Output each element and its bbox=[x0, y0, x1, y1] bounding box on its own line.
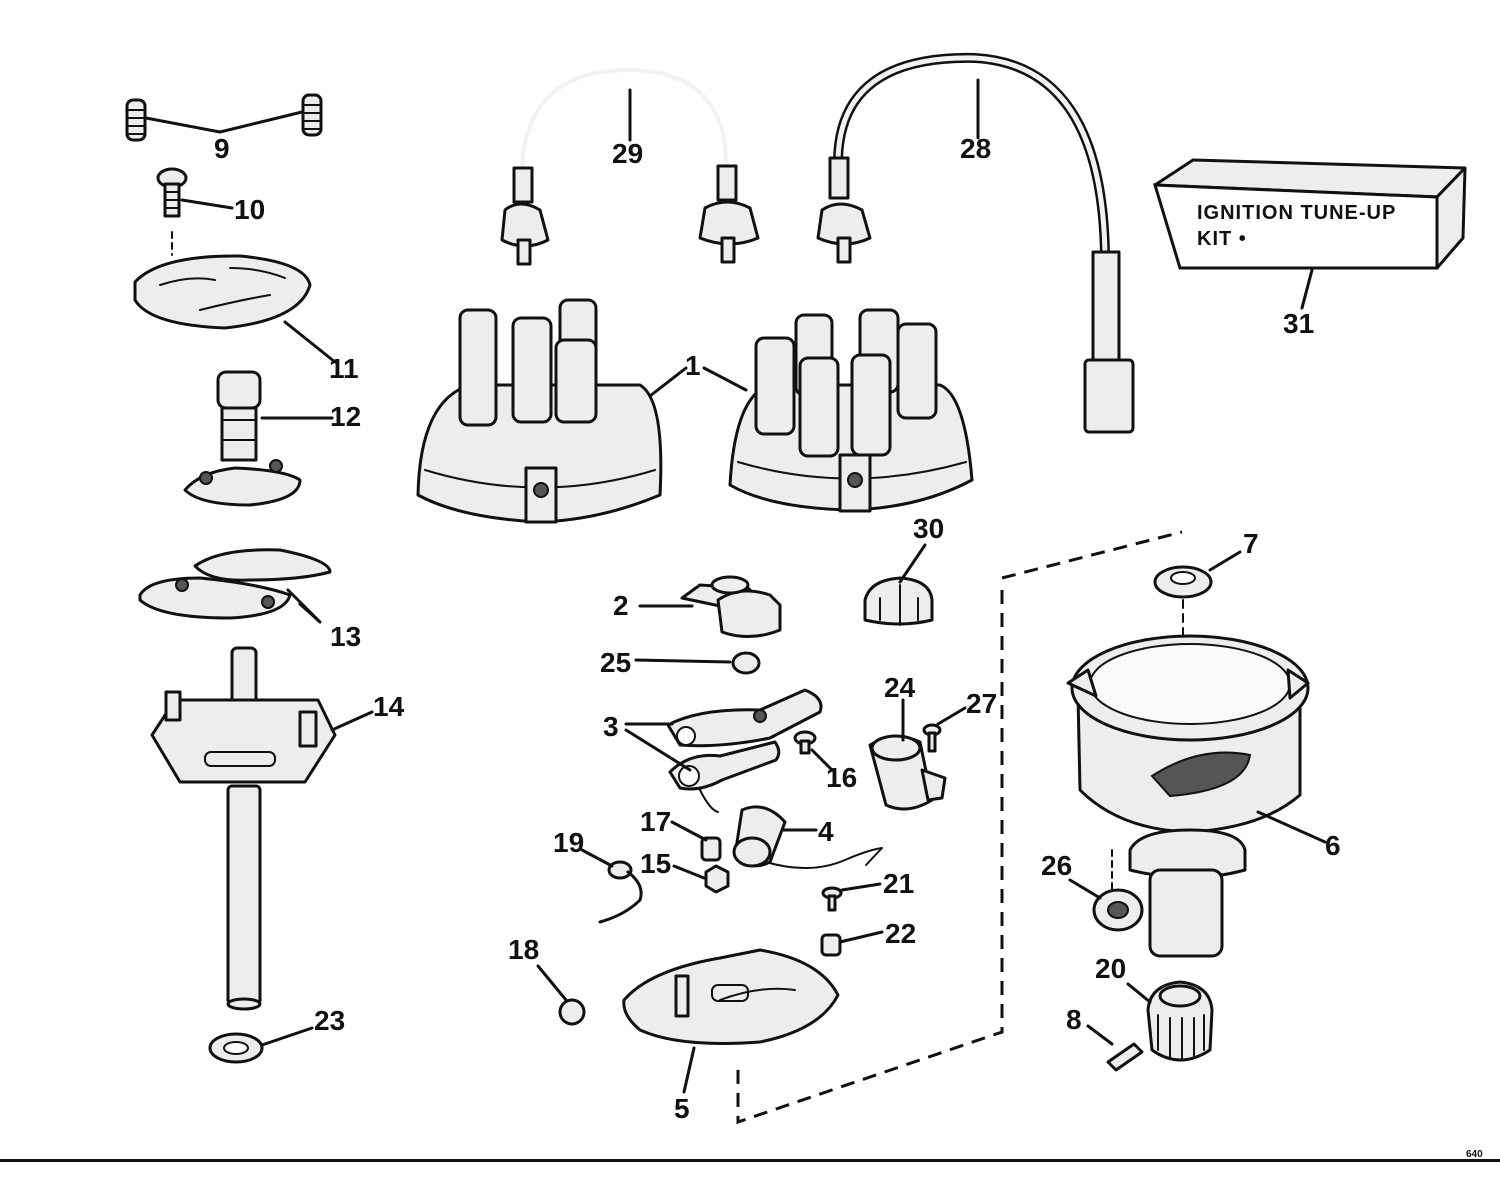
part-15-nut bbox=[704, 864, 730, 894]
part-2-rotor bbox=[680, 575, 782, 638]
part-25-felt bbox=[731, 651, 761, 675]
leader-5 bbox=[682, 1046, 696, 1094]
callout-2: 2 bbox=[613, 590, 629, 621]
callout-15: 15 bbox=[640, 848, 672, 879]
part-1-cap-left bbox=[416, 298, 663, 524]
callout-26: 26 bbox=[1041, 850, 1073, 881]
leader-3 bbox=[624, 722, 692, 772]
kit-box-label: IGNITION TUNE-UP KIT • bbox=[1197, 200, 1396, 252]
callout-8: 8 bbox=[1066, 1004, 1082, 1035]
part-10-screw bbox=[156, 167, 188, 218]
callout-27: 27 bbox=[966, 688, 998, 719]
part-21-screw bbox=[821, 886, 843, 912]
part-9-springs bbox=[125, 93, 323, 142]
alignment-dashed-path bbox=[736, 590, 1004, 1125]
callout-1: 1 bbox=[685, 350, 701, 381]
leader-8 bbox=[1086, 1024, 1114, 1046]
part-14-shaft bbox=[150, 646, 337, 1011]
callout-4: 4 bbox=[818, 816, 834, 847]
callout-21: 21 bbox=[883, 868, 915, 899]
callout-19: 19 bbox=[553, 827, 585, 858]
part-22-spacer bbox=[820, 933, 842, 957]
callout-10: 10 bbox=[234, 194, 266, 225]
callout-7: 7 bbox=[1243, 528, 1259, 559]
part-1-cap-right bbox=[728, 308, 974, 513]
callout-31: 31 bbox=[1283, 308, 1315, 339]
kit-label-line-1: IGNITION TUNE-UP bbox=[1197, 202, 1397, 224]
part-12-shaft-assembly bbox=[183, 370, 302, 507]
leader-25 bbox=[634, 658, 732, 664]
callout-9: 9 bbox=[214, 133, 230, 164]
callout-29: 29 bbox=[612, 138, 644, 169]
callout-28: 28 bbox=[960, 133, 992, 164]
leader-13 bbox=[286, 588, 322, 624]
part-20-gear bbox=[1146, 980, 1214, 1062]
part-3-points bbox=[666, 688, 823, 813]
callout-20: 20 bbox=[1095, 953, 1127, 984]
part-13-weights bbox=[138, 548, 332, 620]
part-24-condenser bbox=[868, 734, 947, 811]
part-29-wire bbox=[500, 67, 760, 266]
leader-9 bbox=[144, 110, 304, 134]
callout-23: 23 bbox=[314, 1005, 346, 1036]
kit-label-line-2: KIT • bbox=[1197, 228, 1247, 250]
leader-19 bbox=[580, 848, 614, 868]
leader-11 bbox=[283, 320, 337, 364]
leader-1 bbox=[648, 366, 748, 398]
figure-code: 640 bbox=[1466, 1149, 1483, 1160]
leader-10 bbox=[180, 198, 234, 210]
leader-26 bbox=[1068, 878, 1102, 900]
callout-18: 18 bbox=[508, 934, 540, 965]
callout-5: 5 bbox=[674, 1093, 690, 1124]
part-4-condenser bbox=[732, 805, 883, 869]
callout-6: 6 bbox=[1325, 830, 1341, 861]
part-23-washer bbox=[208, 1032, 264, 1064]
leader-30 bbox=[898, 543, 927, 584]
part-8-pin bbox=[1106, 1042, 1144, 1072]
leader-21 bbox=[840, 882, 882, 892]
part-11-plate bbox=[133, 254, 312, 330]
leader-20 bbox=[1126, 982, 1152, 1004]
part-19-ground-wire bbox=[598, 860, 643, 924]
part-27-screw bbox=[922, 723, 942, 753]
part-18-nut bbox=[558, 998, 586, 1026]
part-31-kit-box bbox=[1152, 158, 1467, 270]
alignment-dashed-path-top bbox=[1001, 530, 1183, 580]
callout-12: 12 bbox=[330, 401, 362, 432]
part-7-seal bbox=[1153, 565, 1213, 599]
leader-31 bbox=[1300, 268, 1314, 310]
callout-30: 30 bbox=[913, 513, 945, 544]
leader-6 bbox=[1256, 810, 1327, 844]
leader-27 bbox=[936, 706, 967, 726]
part-30-rotor bbox=[863, 576, 934, 626]
part-6-housing bbox=[1066, 634, 1310, 958]
callout-13: 13 bbox=[330, 621, 362, 652]
part-28-wire bbox=[816, 52, 1135, 434]
part-16-screw bbox=[793, 730, 817, 755]
callout-3: 3 bbox=[603, 711, 619, 742]
leader-7 bbox=[1208, 550, 1242, 572]
leader-14 bbox=[330, 710, 374, 732]
callout-25: 25 bbox=[600, 647, 632, 678]
leader-16 bbox=[810, 748, 834, 772]
leader-18 bbox=[536, 964, 568, 1002]
callout-22: 22 bbox=[885, 918, 917, 949]
part-17-spacer bbox=[700, 836, 722, 862]
part-5-breaker-plate bbox=[622, 948, 840, 1045]
callout-17: 17 bbox=[640, 806, 672, 837]
callout-16: 16 bbox=[826, 762, 858, 793]
callout-24: 24 bbox=[884, 672, 916, 703]
leader-22 bbox=[838, 930, 884, 944]
callout-14: 14 bbox=[373, 691, 405, 722]
callout-11: 11 bbox=[329, 353, 359, 384]
leader-15 bbox=[672, 864, 706, 880]
leader-17 bbox=[670, 820, 708, 842]
bottom-rule bbox=[0, 1159, 1500, 1162]
leader-23 bbox=[260, 1026, 314, 1047]
part-26-seal bbox=[1092, 888, 1144, 932]
